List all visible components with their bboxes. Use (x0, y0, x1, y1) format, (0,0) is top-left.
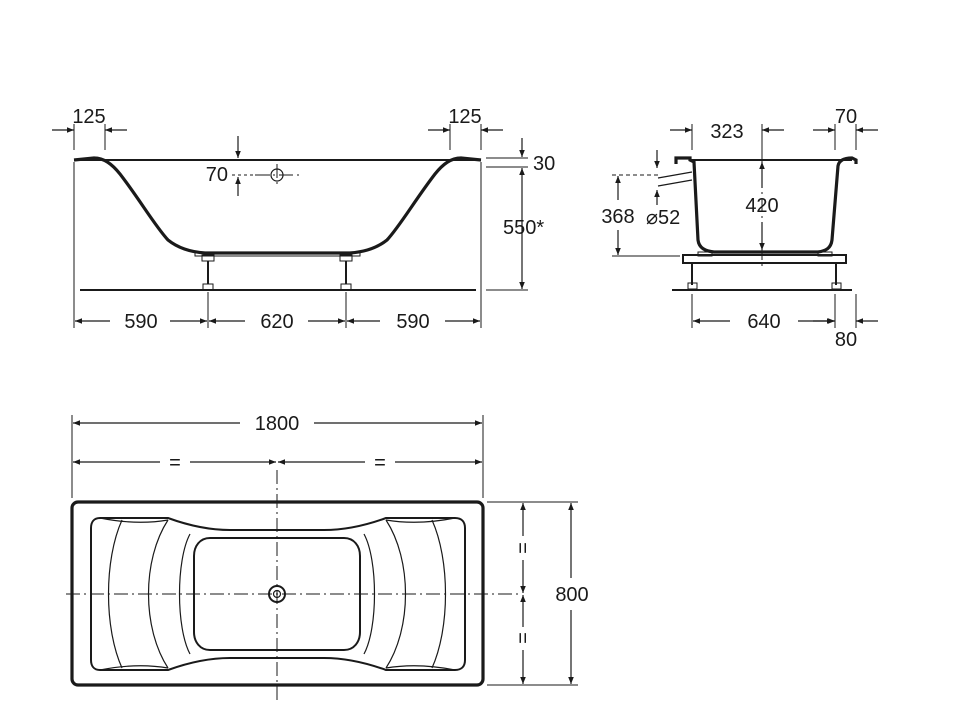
side-view-tub-outline (73, 156, 482, 255)
dim-leg-middle: 620 (260, 311, 293, 333)
dim-rim-thickness: 30 (533, 153, 555, 175)
dim-end-rim: 70 (835, 106, 857, 128)
dim-base-width: 640 (747, 311, 780, 333)
dim-leg-right: 590 (396, 311, 429, 333)
dim-rim-left: 125 (72, 106, 105, 128)
end-view-base (682, 251, 847, 290)
top-view-floor (193, 537, 361, 651)
dim-outlet-diameter: ⌀52 (646, 207, 680, 229)
dim-equal-top: = (511, 542, 533, 554)
dim-half-right: = (374, 452, 386, 474)
dim-inner-top: 323 (710, 121, 743, 143)
dim-length: 1800 (255, 413, 300, 435)
dim-overflow-drop: 70 (206, 164, 228, 186)
dim-depth: 420 (745, 195, 778, 217)
dim-half-left: = (169, 452, 181, 474)
dim-rim-right: 125 (448, 106, 481, 128)
dim-equal-bottom: = (511, 632, 533, 644)
dim-height: 550* (503, 217, 544, 239)
side-view-legs (201, 254, 353, 291)
dim-leg-left: 590 (124, 311, 157, 333)
dim-outlet-height: 368 (601, 206, 634, 228)
top-view: 1800 = = = = 800 (66, 413, 589, 700)
end-view: 323 70 368 ⌀52 420 640 80 (601, 106, 878, 351)
dim-foot: 80 (835, 329, 857, 351)
dim-width: 800 (555, 584, 588, 606)
side-view: 125 125 70 30 550* 590 620 590 (52, 106, 555, 333)
